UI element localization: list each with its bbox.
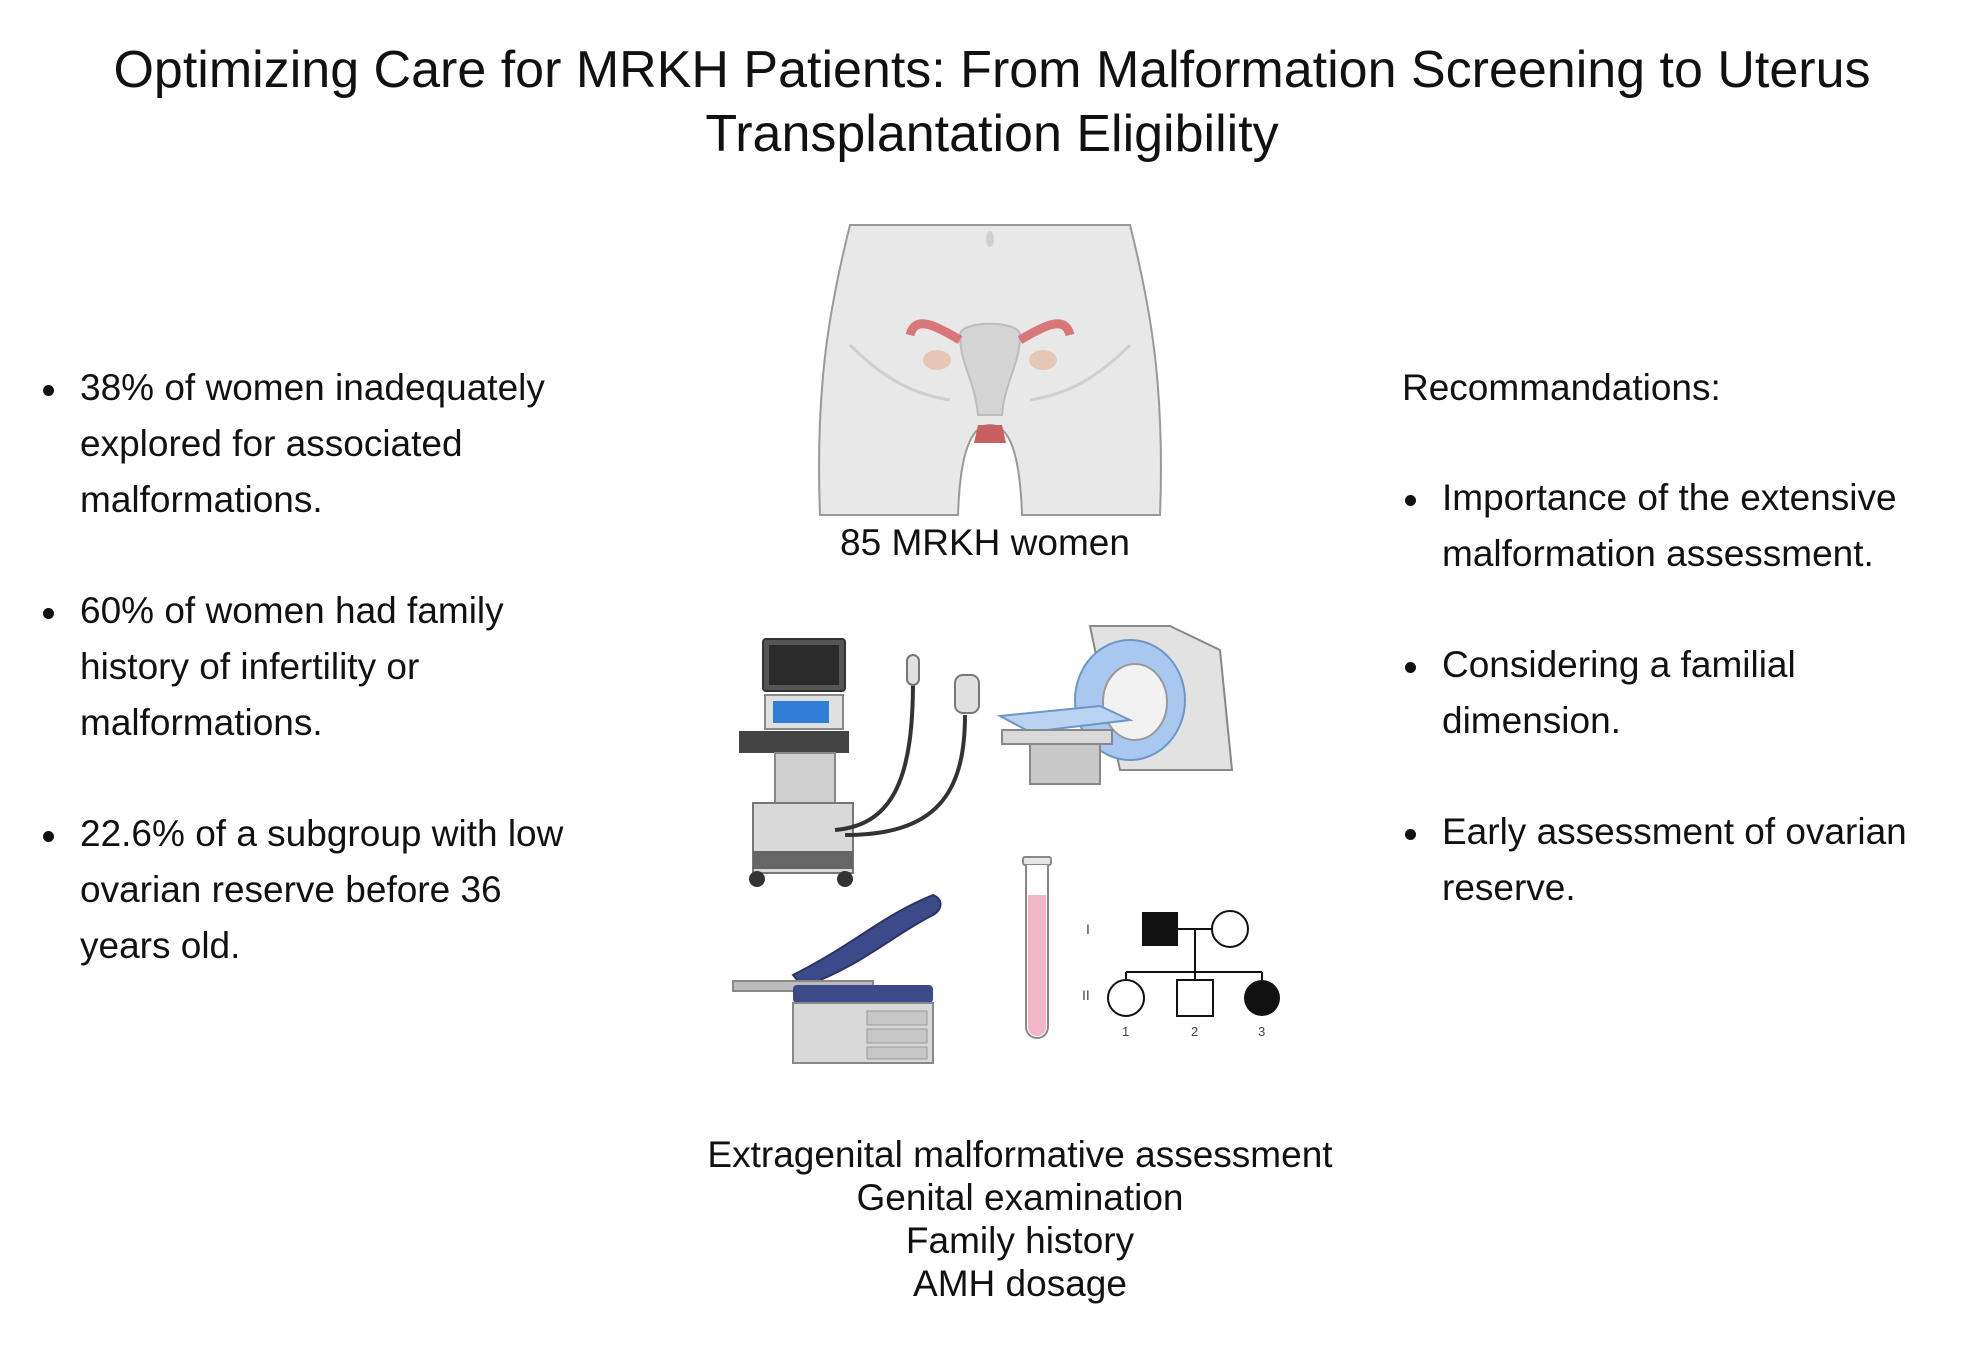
svg-text:I: I	[1086, 921, 1090, 937]
svg-text:3: 3	[1258, 1024, 1265, 1039]
pelvis-anatomy-icon	[818, 224, 1162, 516]
recommendation-item: Importance of the extensive malformation…	[1402, 470, 1972, 582]
assessment-item: AMH dosage	[913, 1263, 1127, 1304]
finding-item: 38% of women inadequately explored for a…	[40, 360, 600, 528]
mri-scanner-icon	[996, 625, 1234, 785]
finding-item: 60% of women had family history of infer…	[40, 583, 600, 751]
recommendation-item: Early assessment of ovarian reserve.	[1402, 804, 1972, 916]
assessment-item: Genital examination	[856, 1177, 1184, 1218]
recommendations-list: Importance of the extensive malformation…	[1402, 470, 1972, 971]
findings-list: 38% of women inadequately explored for a…	[40, 360, 600, 1029]
assessment-item: Extragenital malformative assessment	[707, 1134, 1333, 1175]
blood-tube-icon	[1022, 856, 1052, 1039]
recommendations-heading: Recommandations:	[1402, 367, 1721, 408]
assessment-item: Family history	[905, 1220, 1135, 1261]
title-line-1: Optimizing Care for MRKH Patients: From …	[113, 41, 1871, 99]
exam-table-icon	[732, 893, 942, 1064]
title-line-2: Transplantation Eligibility	[705, 105, 1279, 163]
recommendation-item: Considering a familial dimension.	[1402, 637, 1972, 749]
svg-text:2: 2	[1191, 1024, 1198, 1039]
cohort-label: 85 MRKH women	[840, 522, 1130, 563]
svg-text:II: II	[1082, 987, 1090, 1003]
ultrasound-machine-icon	[739, 638, 980, 887]
pedigree-chart-icon: I II 1 2 3	[1082, 910, 1280, 1039]
page-title: Optimizing Care for MRKH Patients: From …	[40, 38, 1944, 166]
assessment-captions: Extragenital malformative assessment Gen…	[620, 1133, 1420, 1305]
finding-item: 22.6% of a subgroup with low ovarian res…	[40, 806, 600, 974]
svg-text:1: 1	[1122, 1024, 1129, 1039]
